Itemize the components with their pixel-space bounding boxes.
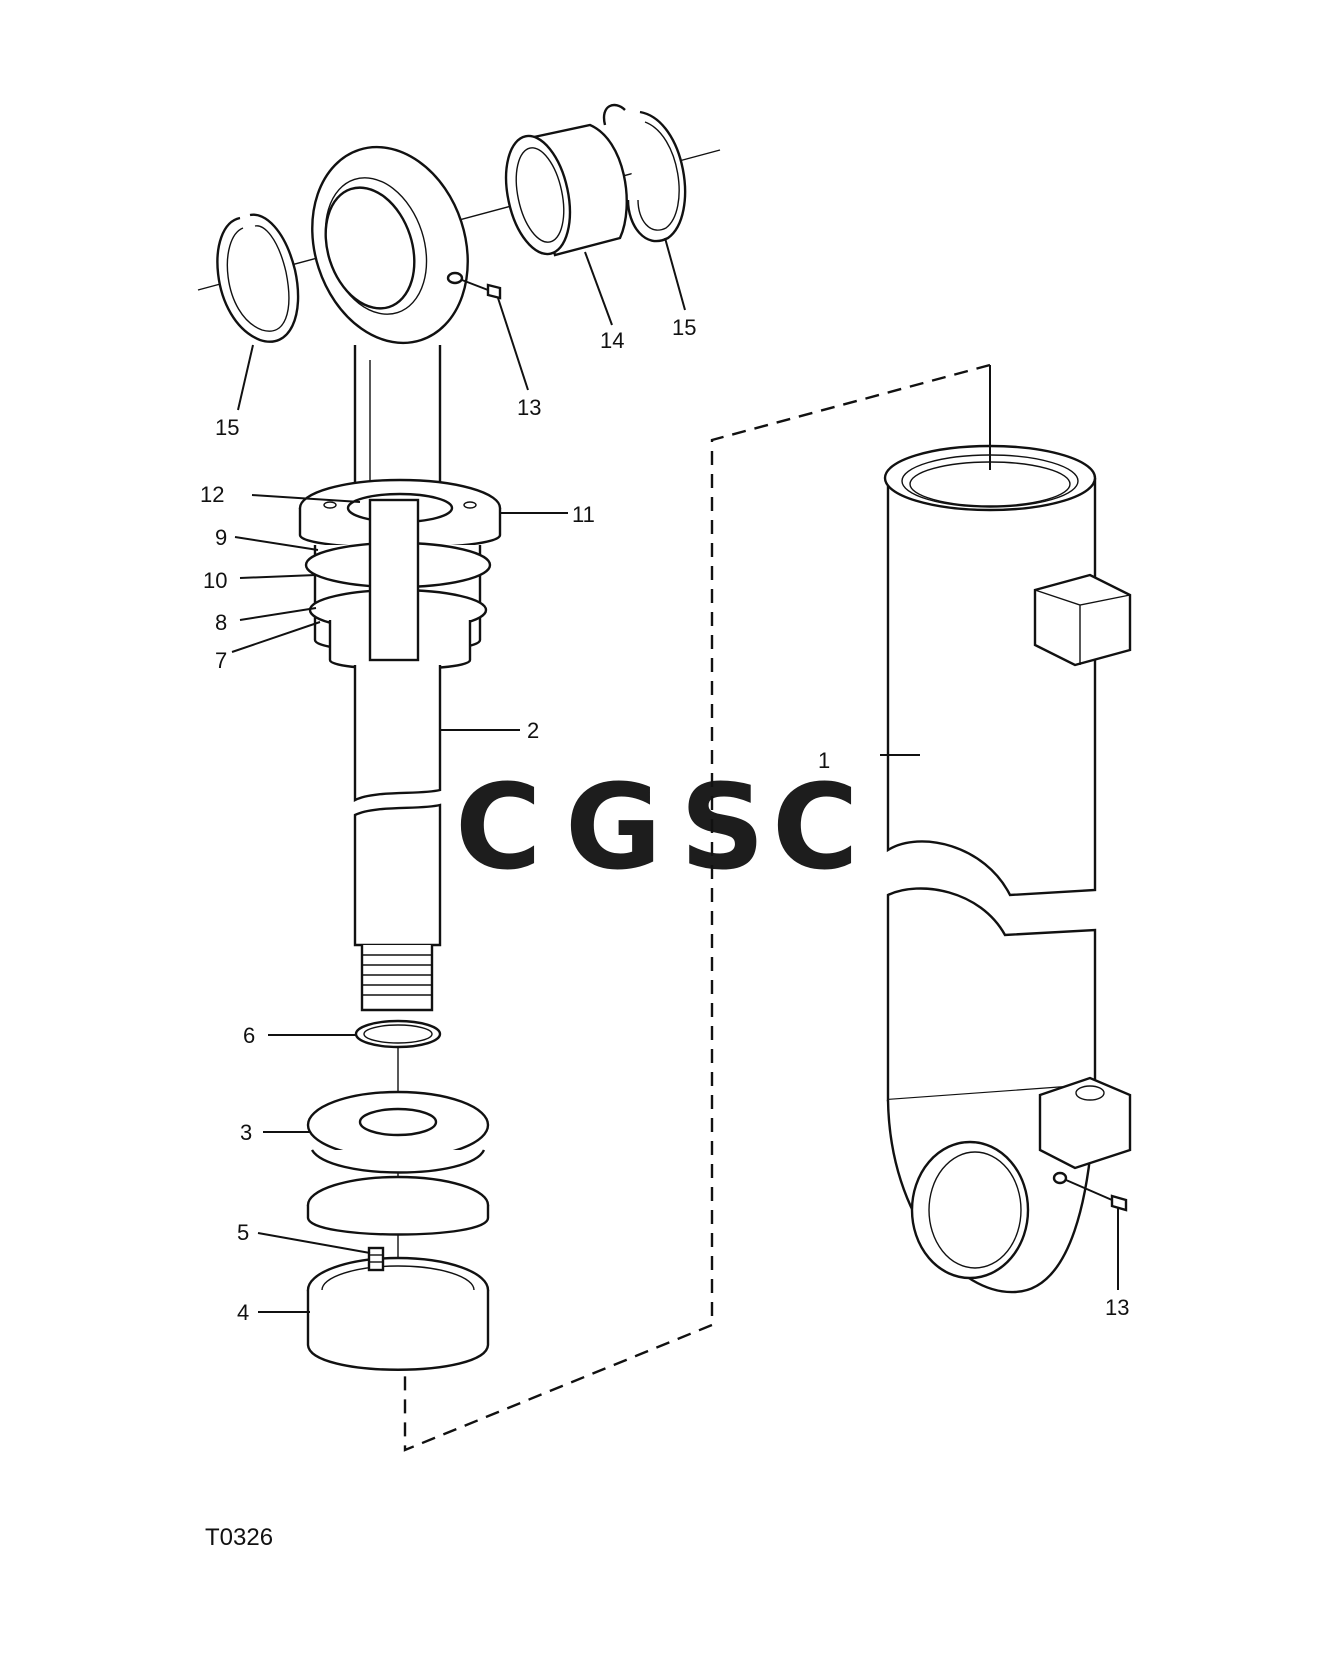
grease-nipple-bottom-part bbox=[1052, 1171, 1128, 1212]
cylinder-head-part bbox=[298, 478, 502, 671]
watermark-letter-3: S bbox=[680, 758, 765, 896]
watermark: C G S C bbox=[455, 758, 859, 896]
bushing-part bbox=[504, 123, 628, 257]
callout-15-left: 15 bbox=[215, 415, 239, 440]
callout-14: 14 bbox=[600, 328, 624, 353]
callout-4: 4 bbox=[237, 1300, 249, 1325]
callout-7: 7 bbox=[215, 648, 227, 673]
cylinder-tube-upper-part bbox=[886, 478, 1097, 897]
grease-nipple-top-part bbox=[446, 271, 502, 300]
callout-labels: 15 13 14 15 12 11 9 10 8 7 2 1 6 3 5 4 1… bbox=[200, 315, 1129, 1325]
circlip-left-inner bbox=[226, 225, 290, 332]
callout-10: 10 bbox=[203, 568, 227, 593]
watermark-letter-1: C bbox=[455, 758, 542, 896]
rod-assembly bbox=[197, 103, 721, 1371]
callout-13-top: 13 bbox=[517, 395, 541, 420]
piston-rod-lower-part bbox=[353, 803, 442, 947]
set-screw-part bbox=[367, 1246, 385, 1272]
circlip-left-part bbox=[216, 213, 300, 343]
callout-6: 6 bbox=[243, 1023, 255, 1048]
assembly-dashed-line bbox=[403, 363, 991, 1452]
leader-lines bbox=[231, 237, 1119, 1313]
rod-thread-lines bbox=[362, 954, 432, 996]
callout-12: 12 bbox=[200, 482, 224, 507]
callout-5: 5 bbox=[237, 1220, 249, 1245]
piston-rod-middle-part bbox=[353, 665, 442, 802]
wear-ring-part bbox=[306, 1256, 490, 1371]
callout-13-bottom: 13 bbox=[1105, 1295, 1129, 1320]
callout-8: 8 bbox=[215, 610, 227, 635]
callout-9: 9 bbox=[215, 525, 227, 550]
watermark-letter-4: C bbox=[772, 758, 859, 896]
piston-part bbox=[306, 1090, 490, 1236]
callout-11: 11 bbox=[572, 502, 595, 527]
piston-rod-upper-part bbox=[353, 345, 442, 497]
drawing-code: T0326 bbox=[205, 1524, 273, 1551]
callout-3: 3 bbox=[240, 1120, 252, 1145]
cylinder-tube-lower-part bbox=[886, 887, 1097, 1102]
rod-eye-bore-inner bbox=[324, 177, 428, 315]
port-block-bottom-part bbox=[1038, 1076, 1132, 1170]
circlip-right-inner bbox=[637, 121, 680, 231]
callout-15-right: 15 bbox=[672, 315, 696, 340]
rod-thread-part bbox=[360, 945, 434, 1012]
callout-2: 2 bbox=[527, 718, 539, 743]
port-block-top-part bbox=[1033, 573, 1132, 667]
callout-1: 1 bbox=[818, 748, 830, 773]
cylinder-tube-assembly bbox=[883, 444, 1132, 1294]
watermark-letter-2: G bbox=[565, 758, 662, 896]
